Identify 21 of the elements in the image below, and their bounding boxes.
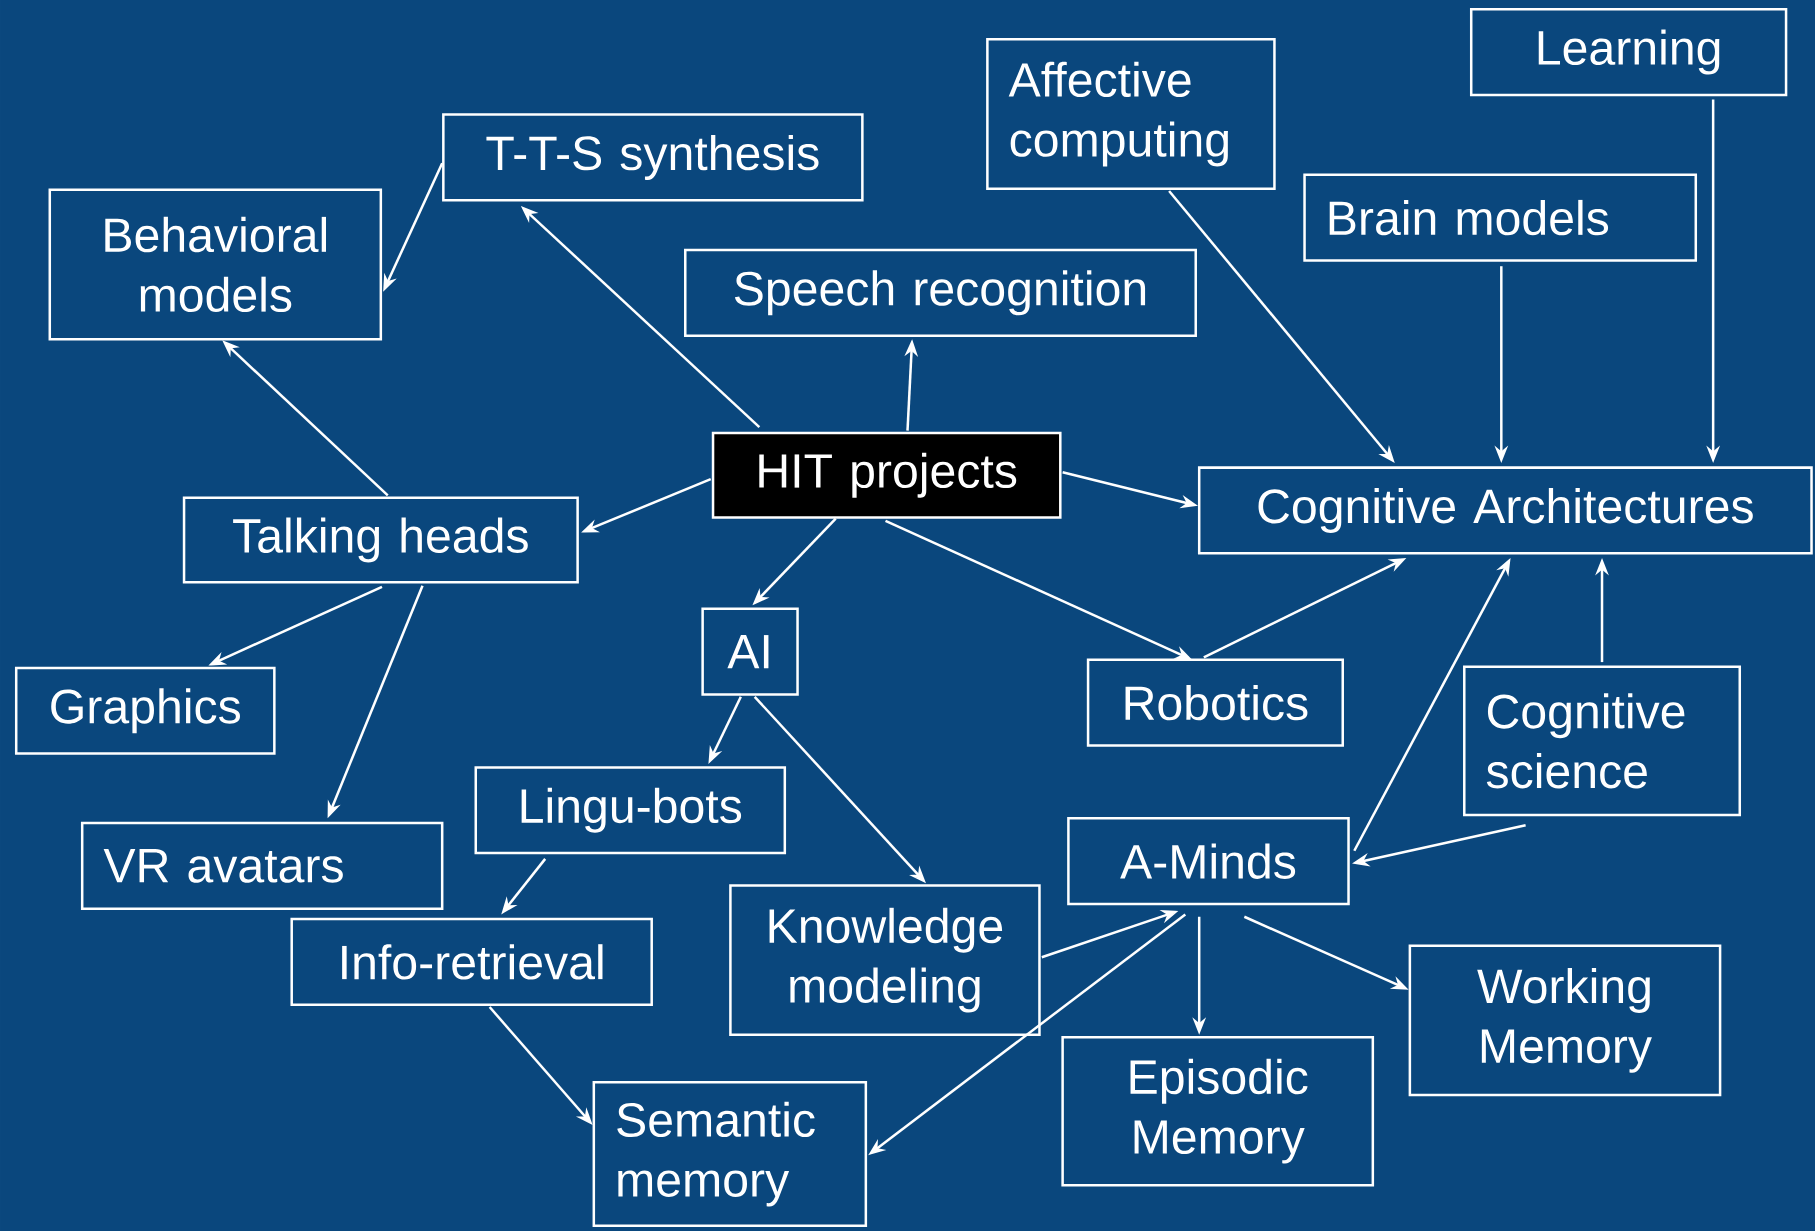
topic-box: Graphics [14,666,276,755]
topic-box: Semantic memory [592,1081,868,1228]
topic-box: Speech recognition [684,248,1197,337]
topic-box: Knowledge modeling [729,884,1041,1037]
topic-box: A-Minds [1067,817,1350,906]
topic-box: Working Memory [1408,944,1722,1097]
topic-box: Lingu-bots [474,766,787,855]
topic-box: Cognitive science [1463,665,1741,817]
topic-box: Info-retrieval [290,917,653,1006]
topic-box: VR avatars [80,821,444,910]
topic-box: Brain models [1303,173,1698,262]
topic-box: Behavioral models [48,188,383,341]
topic-box: Affective computing [986,38,1276,190]
topic-box: Learning [1469,8,1788,97]
topic-box: Robotics [1086,658,1344,747]
topic-box: Cognitive Architectures [1197,466,1813,555]
topic-box: AI [701,607,799,696]
topic-box: Episodic Memory [1061,1035,1375,1187]
highlighted-box: HIT projects [711,431,1062,519]
topic-box: Talking heads [182,496,579,584]
topic-box: T-T-S synthesis [442,113,864,202]
